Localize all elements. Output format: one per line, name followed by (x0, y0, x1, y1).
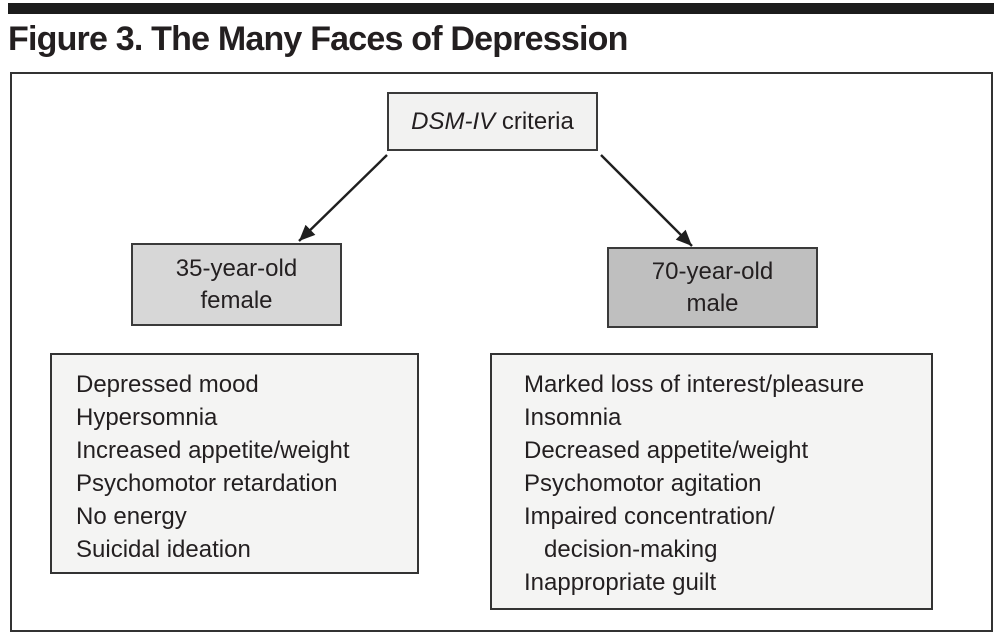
patient-sex-label: male (686, 289, 739, 317)
symptom-item: Marked loss of interest/pleasure (524, 371, 865, 398)
patient-node-35-female: 35-year-old female (131, 243, 342, 326)
symptom-item: Psychomotor retardation (76, 470, 338, 497)
symptom-item: No energy (76, 503, 187, 530)
symptom-item: Decreased appetite/weight (524, 437, 809, 464)
symptom-item: Insomnia (524, 404, 622, 431)
symptom-item: Suicidal ideation (76, 536, 251, 563)
top-accent-bar (8, 3, 994, 14)
arrow-to-right-patient (600, 154, 693, 247)
patient-age-label: 35-year-old (175, 254, 298, 282)
symptom-item: Hypersomnia (76, 404, 218, 431)
patient-age-label: 70-year-old (651, 257, 774, 285)
figure-title: Figure 3. The Many Faces of Depression (8, 20, 628, 58)
symptom-item: Increased appetite/weight (76, 437, 350, 464)
patient-sex-label: female (200, 286, 273, 314)
symptom-item: Psychomotor agitation (524, 470, 762, 497)
root-node-dsm-criteria: DSM-IV criteria (387, 92, 598, 151)
root-node-label: criteria (495, 107, 574, 135)
symptom-item: Inappropriate guilt (524, 569, 717, 596)
symptom-item: Depressed mood (76, 371, 259, 398)
diagram-frame: DSM-IV criteria 35-year-old female 70-ye… (10, 72, 993, 632)
symptom-item: Impaired concentration/ (524, 503, 775, 530)
symptom-item: decision-making (524, 536, 718, 563)
arrow-to-left-patient (298, 154, 388, 242)
patient-node-70-male: 70-year-old male (607, 247, 818, 328)
dsm-term-italic: DSM-IV (411, 107, 496, 135)
